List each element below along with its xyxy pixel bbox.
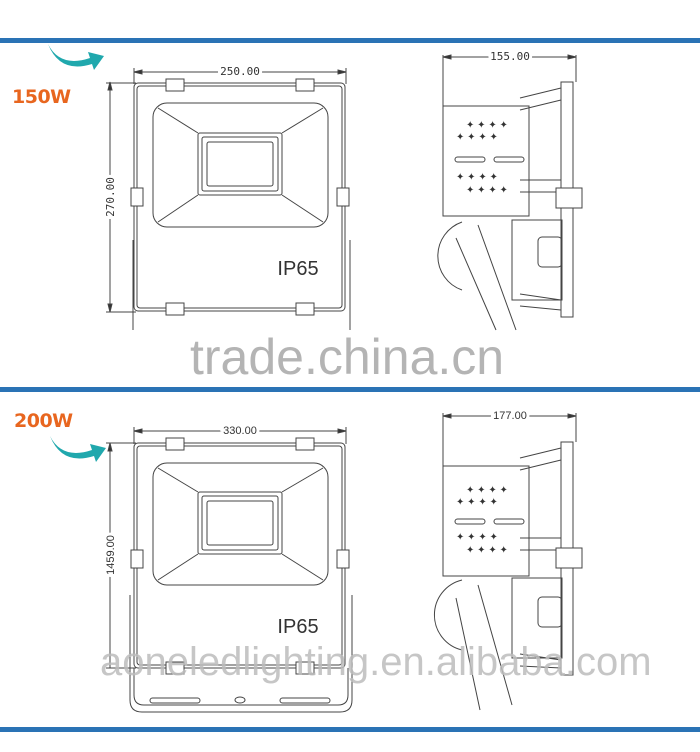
svg-text:✦ ✦ ✦ ✦: ✦ ✦ ✦ ✦: [456, 172, 498, 183]
height-dimension: 1459.00: [105, 535, 117, 575]
ip-rating: IP65: [277, 258, 318, 280]
width-dimension: 250.00: [220, 65, 260, 78]
depth-dimension: 177.00: [493, 410, 527, 422]
svg-text:✦ ✦ ✦ ✦: ✦ ✦ ✦ ✦: [466, 185, 508, 196]
svg-text:✦ ✦ ✦ ✦: ✦ ✦ ✦ ✦: [456, 532, 498, 543]
curved-arrow-icon: [50, 436, 106, 462]
top-divider: [0, 38, 700, 43]
bottom-divider: [0, 727, 700, 732]
svg-text:✦ ✦ ✦ ✦: ✦ ✦ ✦ ✦: [456, 132, 498, 143]
svg-text:✦ ✦ ✦ ✦: ✦ ✦ ✦ ✦: [466, 120, 508, 131]
wattage-label-150w: 150W: [12, 86, 71, 108]
svg-text:✦ ✦ ✦ ✦: ✦ ✦ ✦ ✦: [466, 485, 508, 496]
watermark-trade-china: trade.china.cn: [190, 329, 505, 385]
wattage-label-200w: 200W: [14, 410, 73, 432]
ip-rating: IP65: [277, 616, 318, 638]
svg-text:✦ ✦ ✦ ✦: ✦ ✦ ✦ ✦: [456, 497, 498, 508]
width-dimension: 330.00: [223, 425, 257, 437]
depth-dimension: 155.00: [490, 50, 530, 63]
middle-divider: [0, 387, 700, 392]
watermark-alibaba: aoneledlighting.en.alibaba.com: [100, 640, 652, 684]
svg-text:✦ ✦ ✦ ✦: ✦ ✦ ✦ ✦: [466, 545, 508, 556]
height-dimension: 270.00: [104, 177, 117, 217]
curved-arrow-icon: [48, 44, 104, 70]
